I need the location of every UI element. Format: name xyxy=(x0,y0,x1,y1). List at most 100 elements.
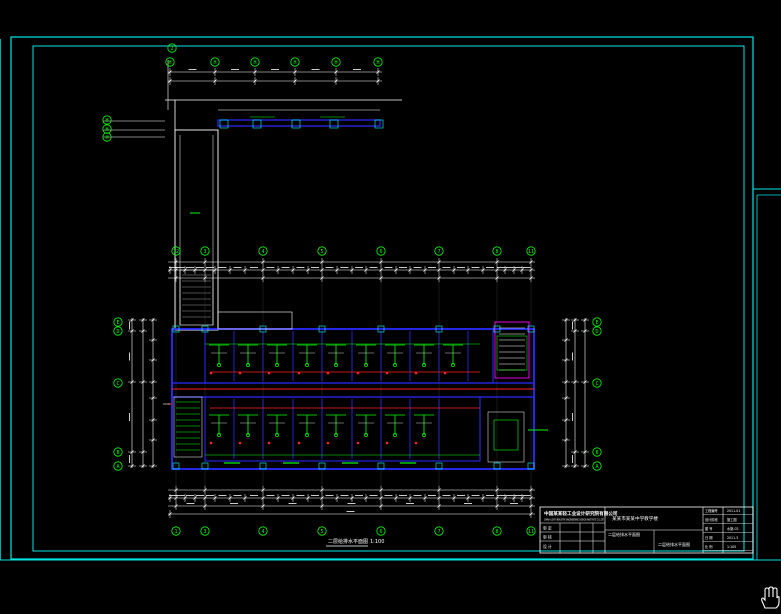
vdim-tick xyxy=(141,329,145,333)
dim-tick xyxy=(529,512,533,516)
valve-mark xyxy=(297,371,301,375)
vdim-tick xyxy=(151,318,155,322)
lower-axis-bubble-label: 1 xyxy=(174,529,177,535)
upper-axis-bubble-label: 4 xyxy=(261,249,264,255)
lower-axis-bubble-label: 6 xyxy=(379,529,382,535)
dim-tick xyxy=(261,496,265,500)
dim-tick xyxy=(350,496,354,500)
dim-tick xyxy=(174,268,178,272)
left-axis-bubble xyxy=(113,461,123,471)
column xyxy=(201,325,209,333)
title-block: 中国某某轻工业设计研究院有限公司 CHINA LIGHT INDUSTRY EN… xyxy=(539,506,754,554)
title-block-company-en: CHINA LIGHT INDUSTRY ENGINEERING DESIGN … xyxy=(544,518,604,522)
title-block-sheet-name: 二层给排水平面图 xyxy=(658,541,690,547)
column xyxy=(493,325,501,333)
upper-axis-bubble-label: 7 xyxy=(437,249,440,255)
column xyxy=(377,462,385,470)
upper-axis-bubble xyxy=(171,246,181,256)
vdim-tick xyxy=(573,450,577,454)
dim-tick xyxy=(293,70,297,74)
dim-tick xyxy=(306,496,310,500)
dim-tick xyxy=(276,496,280,500)
vdim-tick xyxy=(151,358,155,362)
dim-tick xyxy=(529,276,533,280)
wing-column xyxy=(291,119,301,129)
dim-tick xyxy=(503,496,507,500)
dim-tick xyxy=(495,504,499,508)
dim-tick xyxy=(293,79,297,83)
vdim-tick xyxy=(130,450,134,454)
floor-drain xyxy=(364,363,368,367)
wing-column xyxy=(219,119,229,129)
dim-tick xyxy=(437,268,441,272)
upper-axis-bubble xyxy=(200,246,210,256)
left-axis-bubble-label: B xyxy=(116,450,119,456)
dim-tick xyxy=(423,496,427,500)
top-wing-axis-bubble xyxy=(165,57,175,67)
wing-left-axis-bubble xyxy=(102,132,112,142)
drawing-scale-text: 1:100 xyxy=(370,539,384,545)
vdim-tick xyxy=(564,464,568,468)
right-axis-bubble-label: E xyxy=(595,320,598,326)
column xyxy=(259,462,267,470)
dim-tick xyxy=(261,488,265,492)
dim-tick xyxy=(203,260,207,264)
dim-tick xyxy=(495,488,499,492)
dim-tick xyxy=(291,496,295,500)
valve-mark xyxy=(238,371,242,375)
dim-tick xyxy=(168,496,172,500)
top-wing-axis-bubble-label: H xyxy=(168,60,171,66)
title-block-project: 某某市某某中学教学楼 xyxy=(612,515,658,522)
dim-tick xyxy=(495,260,499,264)
vdim-tick xyxy=(573,318,577,322)
column xyxy=(172,325,180,333)
top-wing-axis-bubble xyxy=(290,57,300,67)
dim-tick xyxy=(320,260,324,264)
top-wing-axis-bubble-label: H xyxy=(293,60,296,66)
dim-tick xyxy=(334,70,338,74)
dim-tick xyxy=(243,268,247,272)
vdim-tick xyxy=(141,450,145,454)
valve-mark xyxy=(414,371,418,375)
drawing-title-text: 二层给排水平面图 xyxy=(328,538,368,545)
dim-tick xyxy=(520,496,524,500)
dim-tick xyxy=(437,504,441,508)
valve-mark xyxy=(385,441,389,445)
valve-mark xyxy=(356,371,360,375)
dim-tick xyxy=(512,496,516,500)
vdim-tick xyxy=(130,329,134,333)
dim-tick xyxy=(452,268,456,272)
lower-axis-bubble xyxy=(434,526,444,536)
stair-right-well xyxy=(496,335,528,371)
dim-tick xyxy=(364,496,368,500)
valve-mark xyxy=(297,441,301,445)
floor-drain xyxy=(305,433,309,437)
dim-tick xyxy=(203,496,207,500)
wing-plan xyxy=(165,99,402,331)
floor-drain xyxy=(334,363,338,367)
left-axis-bubble xyxy=(113,378,123,388)
dim-tick xyxy=(213,79,217,83)
vdim-tick xyxy=(573,464,577,468)
title-block-field-value: 水施-02 xyxy=(727,526,739,531)
lower-axis-bubble xyxy=(492,526,502,536)
title-block-field-label: 日 期 xyxy=(705,535,712,540)
dim-tick xyxy=(495,276,499,280)
title-block-field-label: 工程编号 xyxy=(705,508,718,513)
upper-axis-bubble-label: 5 xyxy=(320,249,323,255)
floor-drain xyxy=(422,363,426,367)
floor-drain xyxy=(246,433,250,437)
dim-tick xyxy=(466,268,470,272)
lower-axis-bubble xyxy=(258,526,268,536)
dim-tick xyxy=(437,488,441,492)
right-axis-bubble xyxy=(592,326,602,336)
dim-tick xyxy=(261,504,265,508)
dim-tick xyxy=(228,268,232,272)
title-block-sheet-name-hidden: 二层给排水平面图 xyxy=(608,531,640,537)
wing-left-axis-bubble xyxy=(102,115,112,125)
right-axis-bubble-label: A xyxy=(595,464,598,470)
left-axis-bubble xyxy=(113,447,123,457)
